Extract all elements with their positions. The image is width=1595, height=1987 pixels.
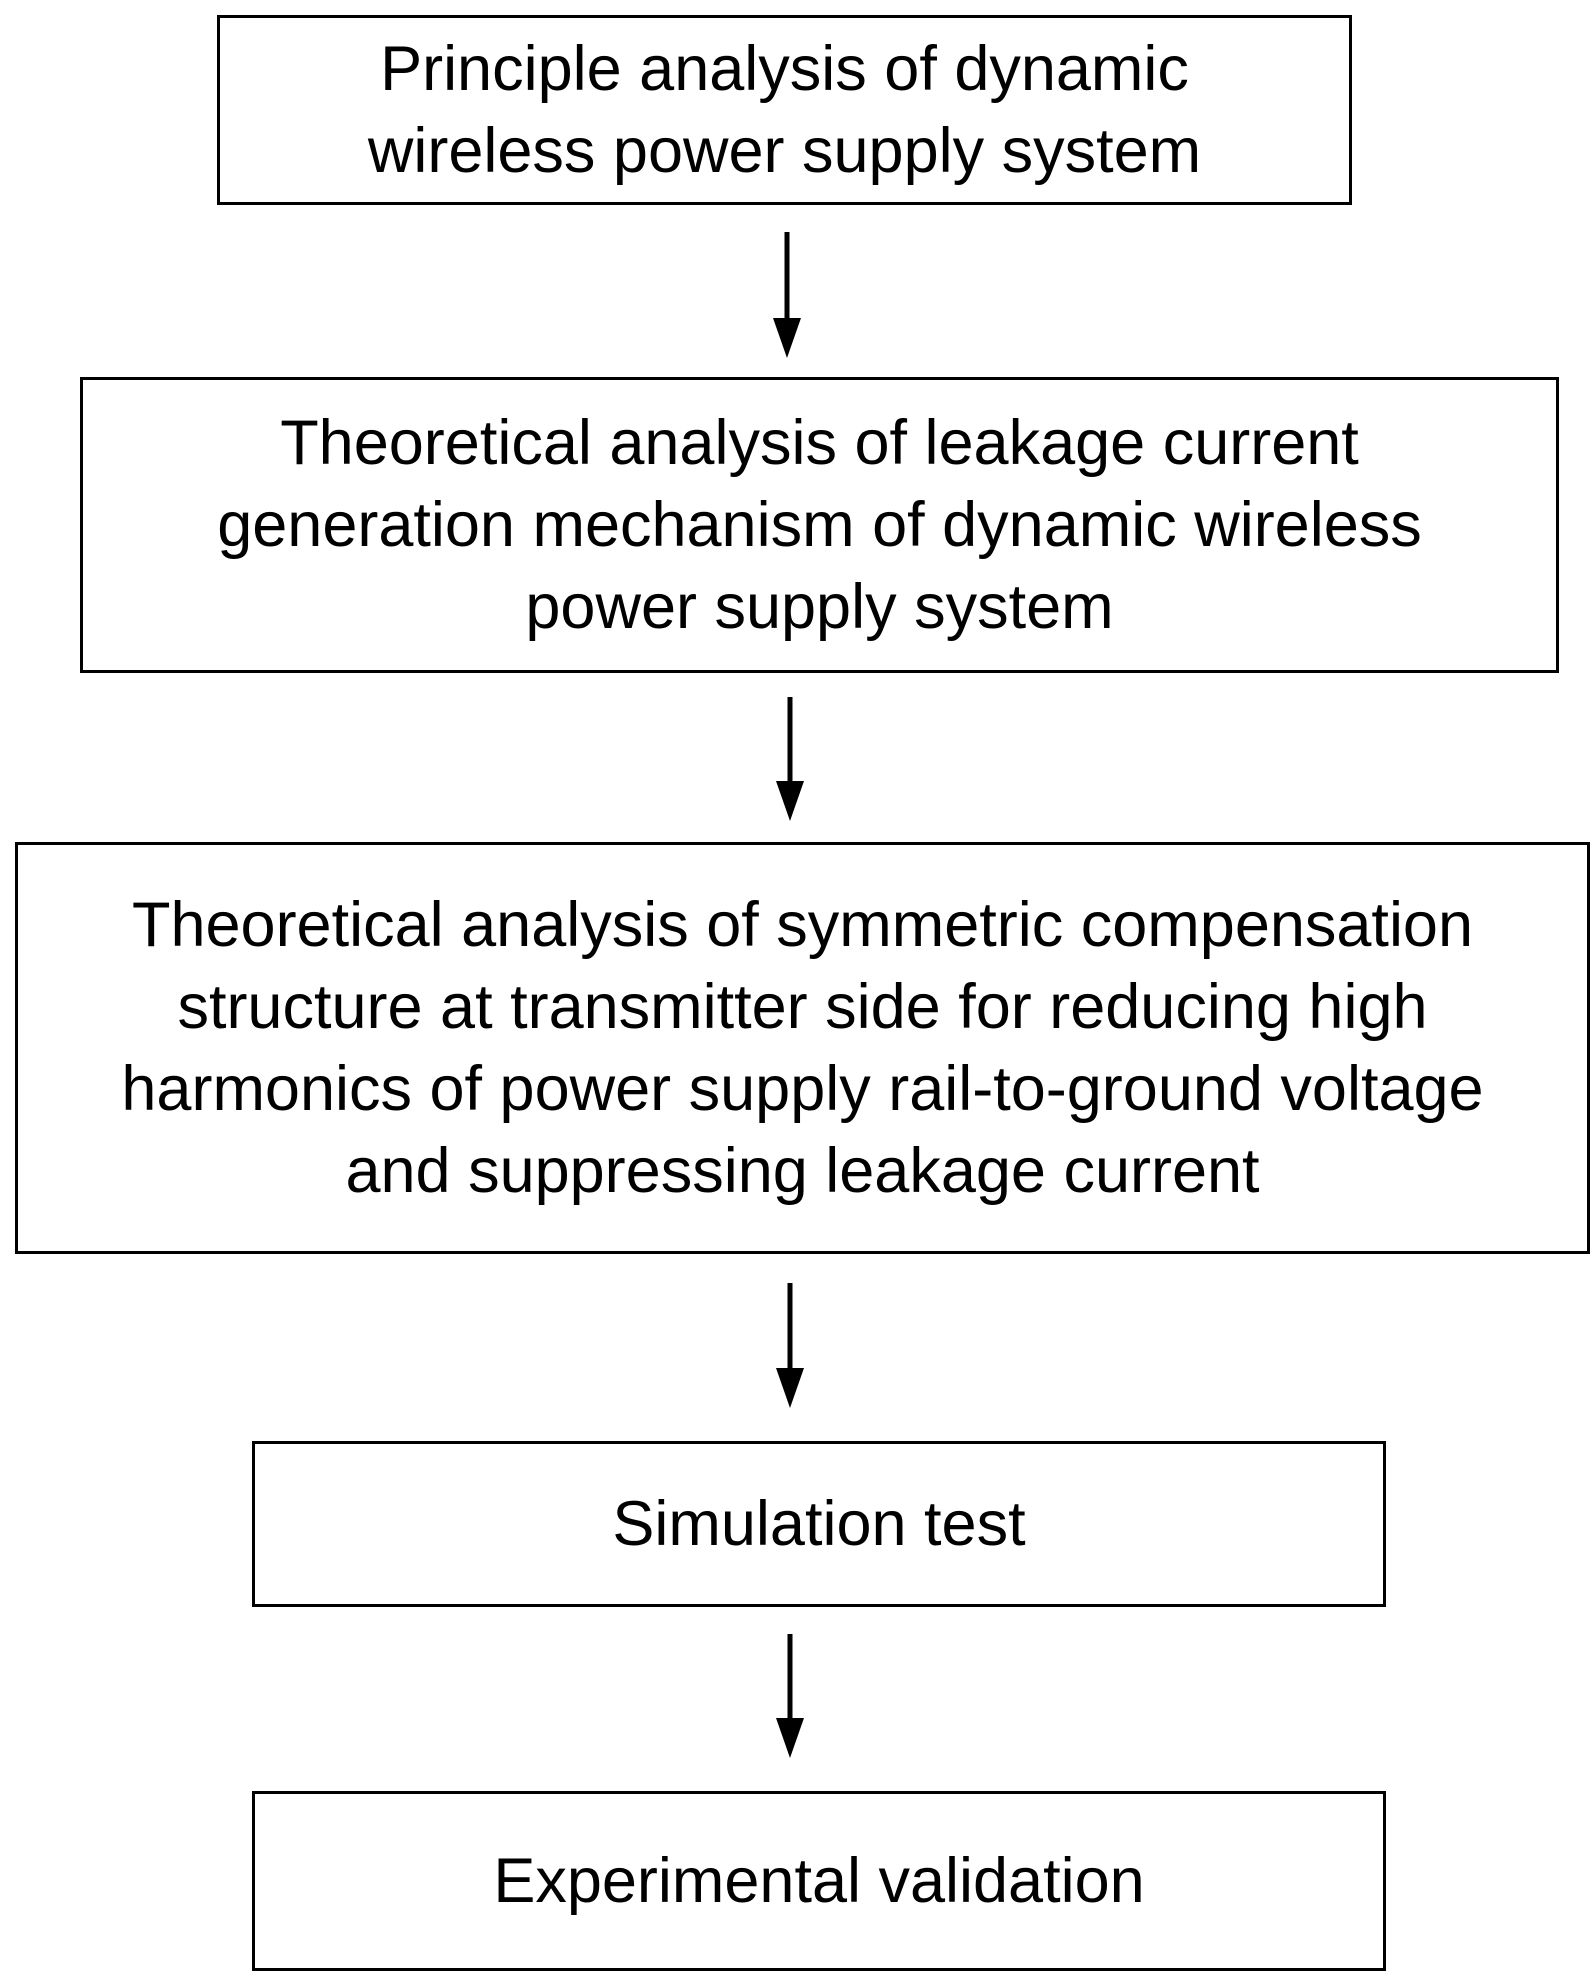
step-text-line: harmonics of power supply rail-to-ground… bbox=[121, 1054, 1484, 1124]
step-box-experimental-validation: Experimental validation bbox=[252, 1791, 1386, 1971]
step-text-line: power supply system bbox=[525, 572, 1114, 642]
step-box-symmetric-compensation-analysis: Theoretical analysis of symmetric compen… bbox=[15, 842, 1590, 1254]
arrow-4-to-5 bbox=[776, 1634, 804, 1758]
arrow-3-to-4 bbox=[776, 1283, 804, 1408]
step-box-simulation-test: Simulation test bbox=[252, 1441, 1386, 1607]
step-text-line: structure at transmitter side for reduci… bbox=[177, 972, 1428, 1042]
arrow-1-to-2 bbox=[773, 232, 801, 358]
step-text-line: Experimental validation bbox=[493, 1846, 1145, 1916]
step-box-principle-analysis: Principle analysis of dynamic wireless p… bbox=[217, 15, 1352, 205]
step-text-line: wireless power supply system bbox=[367, 116, 1202, 186]
step-text-line: Principle analysis of dynamic bbox=[380, 34, 1189, 104]
step-box-leakage-current-analysis: Theoretical analysis of leakage current … bbox=[80, 377, 1559, 673]
arrow-2-to-3 bbox=[776, 697, 804, 821]
step-text-line: Theoretical analysis of leakage current bbox=[280, 408, 1359, 478]
step-text-line: Theoretical analysis of symmetric compen… bbox=[131, 890, 1474, 960]
step-text-line: generation mechanism of dynamic wireless bbox=[217, 490, 1422, 560]
step-text-line: and suppressing leakage current bbox=[345, 1136, 1260, 1206]
step-text-line: Simulation test bbox=[612, 1489, 1026, 1559]
